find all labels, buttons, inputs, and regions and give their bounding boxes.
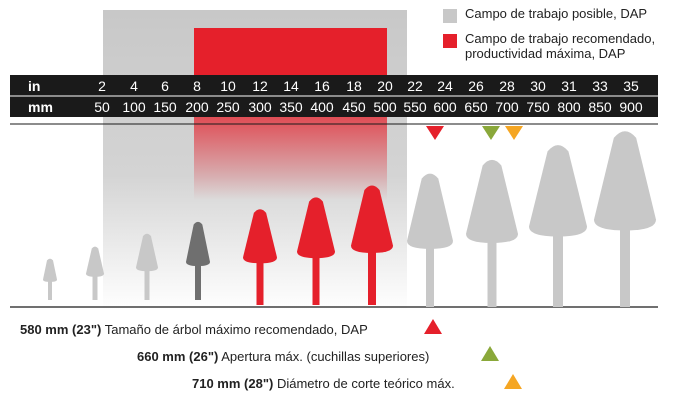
mm-tick-800: 800 (557, 99, 581, 115)
tree-trunk (195, 264, 201, 300)
mm-tick-600: 600 (433, 99, 457, 115)
tree-crown (407, 173, 453, 249)
legend-recommended-line2: productividad máxima, DAP (465, 46, 626, 61)
legend-possible-swatch (443, 9, 457, 23)
note-green-triangle-icon (481, 346, 499, 361)
tree-icon-10 (529, 145, 587, 307)
tree-crown (297, 197, 335, 259)
mm-tick-900: 900 (619, 99, 643, 115)
mm-tick-500: 500 (373, 99, 397, 115)
in-tick-20: 20 (377, 78, 393, 94)
tree-crown (243, 209, 277, 264)
mm-tick-labels: 50 100 150 200 250 300 350 400 450 500 550 600 650 70… (94, 99, 643, 115)
marker-660-green-triangle (482, 126, 500, 140)
mm-tick-300: 300 (248, 99, 272, 115)
mm-tick-650: 650 (464, 99, 488, 115)
note-max-opening-value: 660 mm (26") (137, 349, 219, 364)
mm-tick-250: 250 (216, 99, 240, 115)
in-tick-16: 16 (314, 78, 330, 94)
note-max-cutting-diameter-value: 710 mm (28") (192, 376, 274, 391)
in-row-label: in (28, 78, 40, 94)
legend-recommended-label: Campo de trabajo recomendado, productivi… (465, 31, 655, 61)
tree-trunk (48, 279, 52, 300)
mm-tick-100: 100 (122, 99, 146, 115)
note-orange-triangle-icon (504, 374, 522, 389)
tree-icon-6 (297, 197, 335, 305)
note-max-tree-size: 580 mm (23") Tamaño de árbol máximo reco… (20, 322, 368, 338)
in-tick-4: 4 (130, 78, 138, 94)
tree-crown (594, 131, 656, 231)
tree-trunk (144, 269, 150, 300)
note-max-opening-text: Apertura máx. (cuchillas superiores) (221, 349, 430, 364)
in-tick-8: 8 (193, 78, 201, 94)
tree-crown (43, 258, 57, 282)
in-tick-30: 30 (530, 78, 546, 94)
mm-tick-150: 150 (153, 99, 177, 115)
note-max-cutting-diameter: 710 mm (28") Diámetro de corte teórico m… (192, 376, 455, 392)
in-tick-28: 28 (499, 78, 515, 94)
tree-icon-9 (466, 159, 518, 307)
marker-580-red-triangle (426, 126, 444, 140)
tree-trunk (256, 261, 264, 305)
in-tick-35: 35 (623, 78, 639, 94)
note-max-tree-size-text: Tamaño de árbol máximo recomendado, DAP (104, 322, 368, 337)
tree-icon-2 (86, 246, 104, 300)
tree-trunk (553, 234, 563, 307)
tree-crown (86, 246, 104, 277)
tree-crown (466, 159, 518, 243)
mm-tick-350: 350 (279, 99, 303, 115)
tree-trunk (92, 274, 98, 300)
tree-crown (529, 145, 587, 237)
tree-icon-7 (351, 185, 393, 305)
mm-tick-200: 200 (185, 99, 209, 115)
in-tick-10: 10 (220, 78, 236, 94)
note-max-tree-size-value: 580 mm (23") (20, 322, 102, 337)
tree-trunk (620, 228, 630, 307)
mm-tick-450: 450 (342, 99, 366, 115)
in-tick-24: 24 (437, 78, 453, 94)
mm-tick-850: 850 (588, 99, 612, 115)
tree-trunk (426, 246, 434, 307)
mm-tick-400: 400 (310, 99, 334, 115)
marker-710-orange-triangle (505, 126, 523, 140)
legend-recommended-swatch (443, 34, 457, 48)
legend-recommended-line1: Campo de trabajo recomendado, (465, 31, 656, 46)
tree-icon-4 (186, 221, 210, 300)
in-tick-2: 2 (98, 78, 106, 94)
tree-icons (43, 131, 656, 307)
tree-icon-8 (407, 173, 453, 307)
in-tick-6: 6 (161, 78, 169, 94)
in-tick-26: 26 (468, 78, 484, 94)
tree-trunk (368, 250, 376, 305)
legend-possible-label: Campo de trabajo posible, DAP (465, 6, 648, 21)
in-tick-33: 33 (592, 78, 608, 94)
tree-crown (136, 233, 158, 272)
tree-trunk (487, 240, 497, 307)
in-tick-22: 22 (407, 78, 423, 94)
mm-tick-700: 700 (495, 99, 519, 115)
tree-crown (186, 221, 210, 267)
note-max-cutting-diameter-text: Diámetro de corte teórico máx. (276, 376, 455, 391)
in-tick-14: 14 (283, 78, 299, 94)
tree-icon-11 (594, 131, 656, 307)
tree-icon-1 (43, 258, 57, 300)
mm-tick-550: 550 (403, 99, 427, 115)
tree-crown (351, 185, 393, 253)
note-red-triangle-icon (424, 319, 442, 334)
note-max-opening: 660 mm (26") Apertura máx. (cuchillas su… (137, 349, 429, 365)
in-tick-31: 31 (561, 78, 577, 94)
mm-tick-50: 50 (94, 99, 110, 115)
tree-icon-3 (136, 233, 158, 300)
in-tick-18: 18 (346, 78, 362, 94)
mm-tick-750: 750 (526, 99, 550, 115)
in-tick-12: 12 (252, 78, 268, 94)
tree-trunk (312, 256, 320, 305)
mm-row-label: mm (28, 99, 53, 115)
tree-icon-5 (243, 209, 277, 305)
